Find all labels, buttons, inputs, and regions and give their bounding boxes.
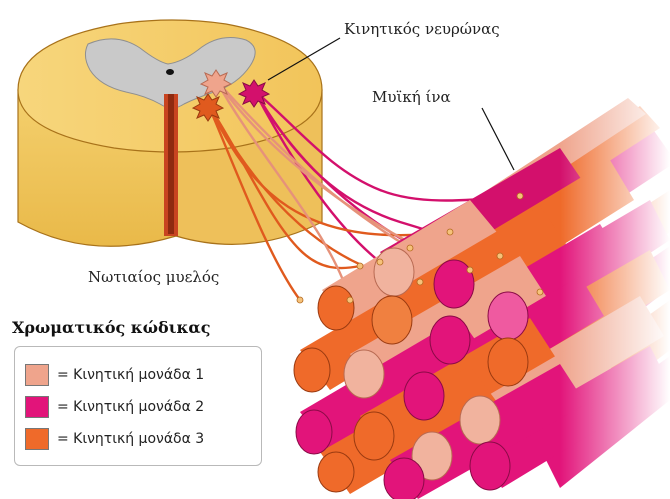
muscle-fiber-label: Μυϊκή ίνα [372, 88, 451, 106]
legend-label-unit-3: = Κινητική μονάδα 3 [57, 431, 204, 447]
central-canal [166, 69, 174, 75]
legend-label-unit-1: = Κινητική μονάδα 1 [57, 367, 204, 383]
spinal-cord-label: Νωτιαίος μυελός [88, 268, 219, 286]
legend-swatch-unit-1 [25, 364, 49, 386]
legend-item-unit-1: = Κινητική μονάδα 1 [25, 363, 204, 387]
legend-swatch-unit-3 [25, 428, 49, 450]
legend-swatch-unit-2 [25, 396, 49, 418]
legend-label-unit-2: = Κινητική μονάδα 2 [57, 399, 204, 415]
spinal-cord [18, 20, 322, 246]
color-legend: = Κινητική μονάδα 1 = Κινητική μονάδα 2 … [14, 346, 262, 466]
motor-neuron-label: Κινητικός νευρώνας [344, 20, 500, 38]
legend-item-unit-3: = Κινητική μονάδα 3 [25, 427, 204, 451]
legend-item-unit-2: = Κινητική μονάδα 2 [25, 395, 204, 419]
legend-title: Χρωματικός κώδικας [12, 318, 210, 337]
muscle-fiber-bundle [294, 80, 670, 499]
muscle-fiber-leader-line [482, 108, 514, 170]
